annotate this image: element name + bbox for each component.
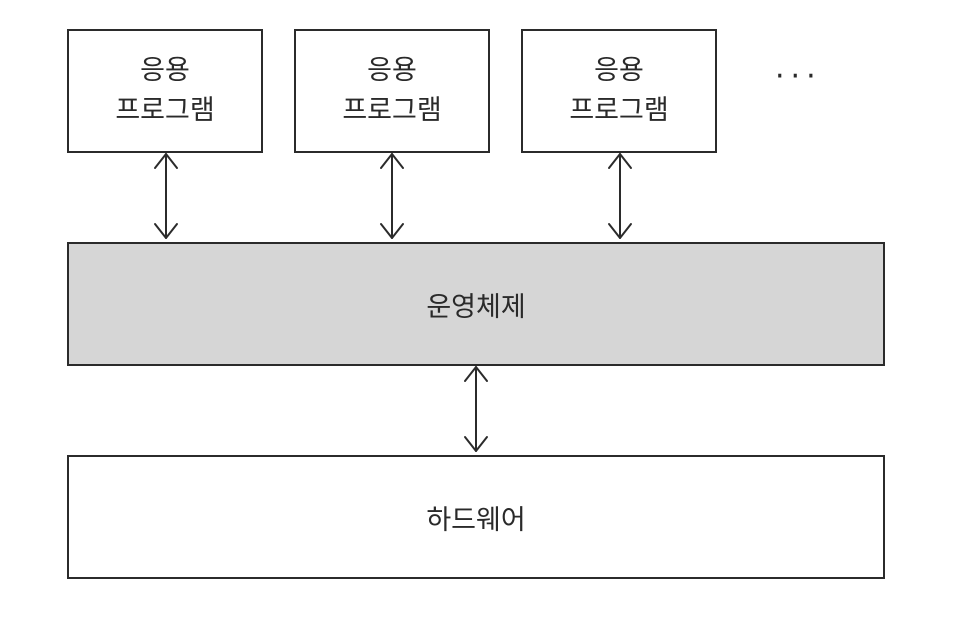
bidirectional-arrow-app1-os	[154, 153, 178, 239]
application-label-line1: 응용	[594, 55, 644, 86]
bidirectional-arrow-os-hardware	[464, 366, 488, 452]
application-label-line1: 응용	[140, 55, 190, 86]
operating-system-label: 운영체제	[426, 291, 526, 323]
hardware-box: 하드웨어	[67, 455, 885, 579]
operating-system-box: 운영체제	[67, 242, 885, 366]
bidirectional-arrow-app2-os	[380, 153, 404, 239]
application-box-1: 응용 프로그램	[67, 29, 263, 153]
hardware-label: 하드웨어	[426, 504, 526, 536]
bidirectional-arrow-app3-os	[608, 153, 632, 239]
application-label-line2: 프로그램	[342, 95, 442, 126]
application-label-line2: 프로그램	[569, 95, 669, 126]
application-box-3: 응용 프로그램	[521, 29, 717, 153]
application-label-line2: 프로그램	[115, 95, 215, 126]
more-applications-ellipsis: ···	[775, 59, 822, 94]
application-box-2: 응용 프로그램	[294, 29, 490, 153]
application-label-line1: 응용	[367, 55, 417, 86]
